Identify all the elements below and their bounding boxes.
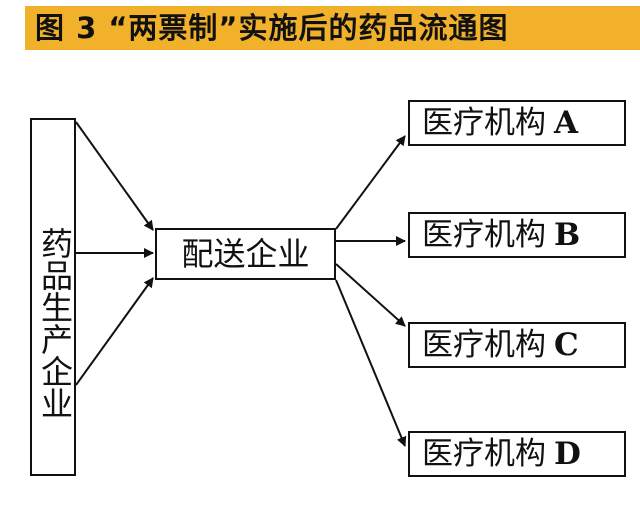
node-distributor: 配送企业 — [155, 228, 336, 280]
institution-label: 医疗机构 — [422, 436, 546, 472]
institution-letter: A — [554, 105, 579, 141]
institution-letter: B — [554, 217, 581, 253]
node-manufacturer: 药品生产企业 — [30, 118, 76, 476]
arrow-dist-to-a — [335, 135, 406, 230]
arrow-mfr-to-dist-1 — [75, 121, 154, 231]
arrow-dist-to-c — [335, 263, 406, 327]
figure-title: 图 3 “两票制”实施后的药品流通图 — [25, 6, 640, 50]
institution-label: 医疗机构 — [422, 105, 546, 141]
institution-label: 医疗机构 — [422, 217, 546, 253]
arrow-dist-to-d — [335, 279, 407, 447]
arrow-mfr-to-dist-3 — [75, 277, 154, 386]
institution-letter: D — [554, 436, 581, 472]
institution-label: 医疗机构 — [422, 327, 546, 363]
institution-letter: C — [554, 327, 579, 363]
